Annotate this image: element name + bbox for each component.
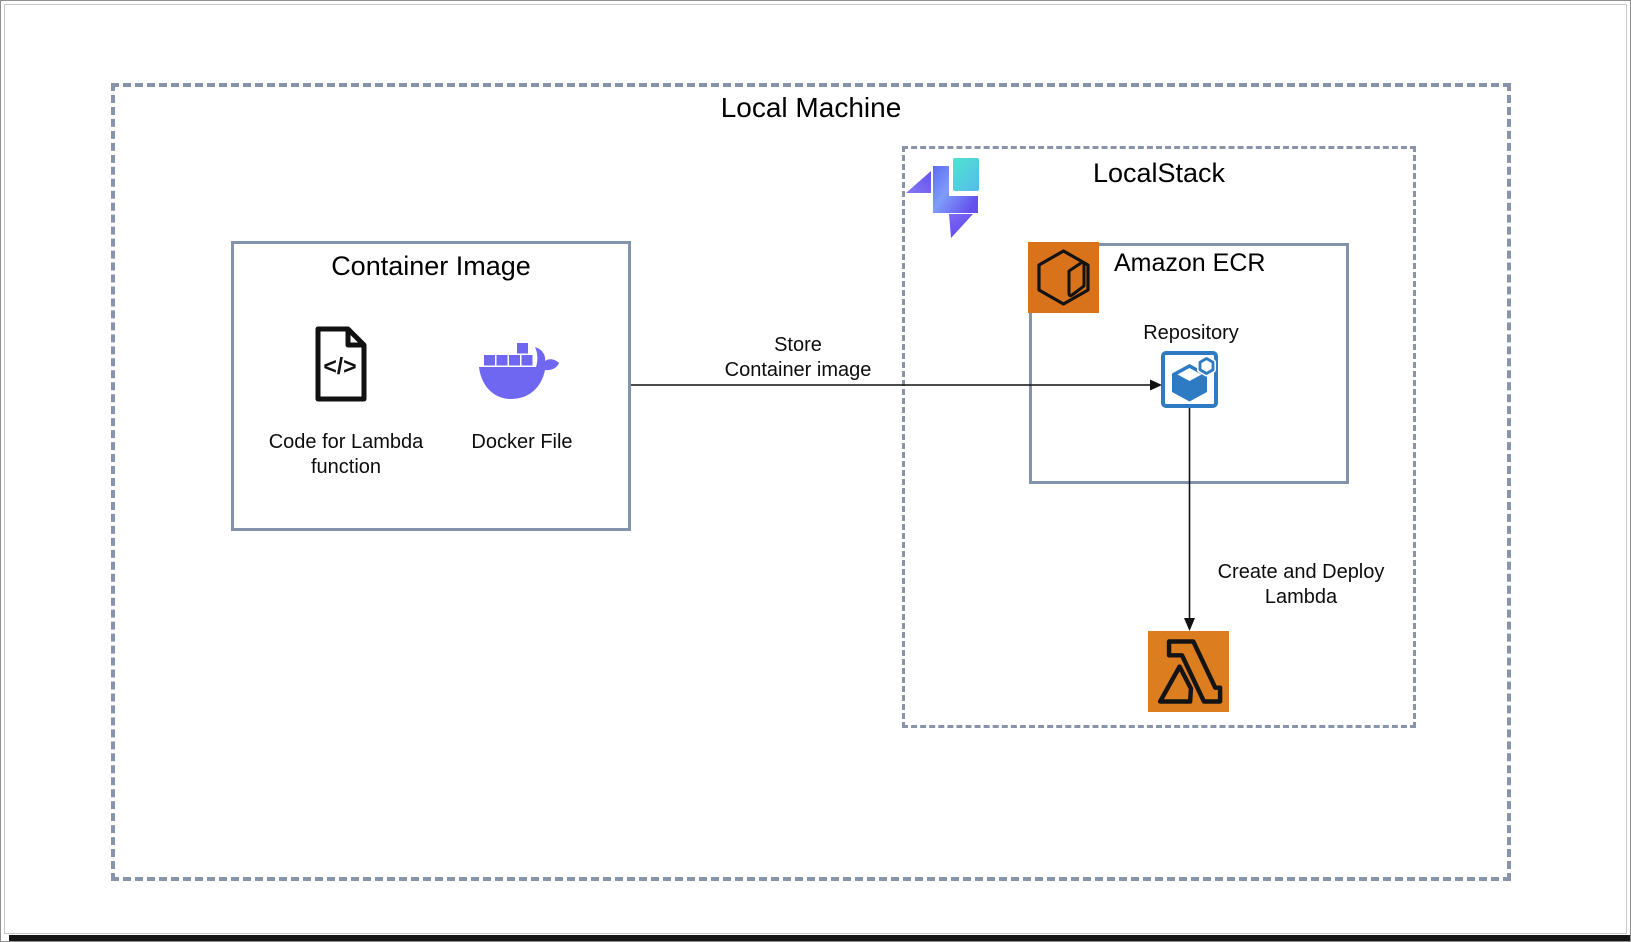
localstack-box: LocalStack	[902, 146, 1416, 728]
deploy-arrow-label: Create and Deploy Lambda	[1217, 561, 1385, 608]
container-image-title: Container Image	[331, 251, 531, 281]
bottom-edge-bar	[9, 935, 1630, 941]
local-machine-title: Local Machine	[720, 92, 902, 123]
localstack-logo	[906, 158, 979, 238]
amazon-ecr-icon	[1028, 242, 1099, 313]
amazon-ecr-title: Amazon ECR	[1114, 249, 1266, 277]
docker-file-label: Docker File	[471, 431, 573, 453]
aws-lambda-icon	[1148, 631, 1229, 712]
repository-label: Repository	[1143, 322, 1239, 344]
deploy-arrow	[1184, 408, 1195, 631]
container-image-box: Container Image	[231, 241, 631, 531]
store-arrow-label: Store Container image	[724, 334, 872, 381]
docker-icon	[479, 343, 559, 399]
code-file-label: Code for Lambda function	[268, 431, 424, 478]
code-file-icon: </>	[315, 326, 367, 402]
ecr-repository-icon	[1161, 351, 1218, 408]
store-arrow	[631, 379, 1162, 391]
localstack-title: LocalStack	[1092, 158, 1226, 188]
local-machine-box: Local Machine	[111, 83, 1511, 881]
svg-text:</>: </>	[323, 353, 356, 379]
